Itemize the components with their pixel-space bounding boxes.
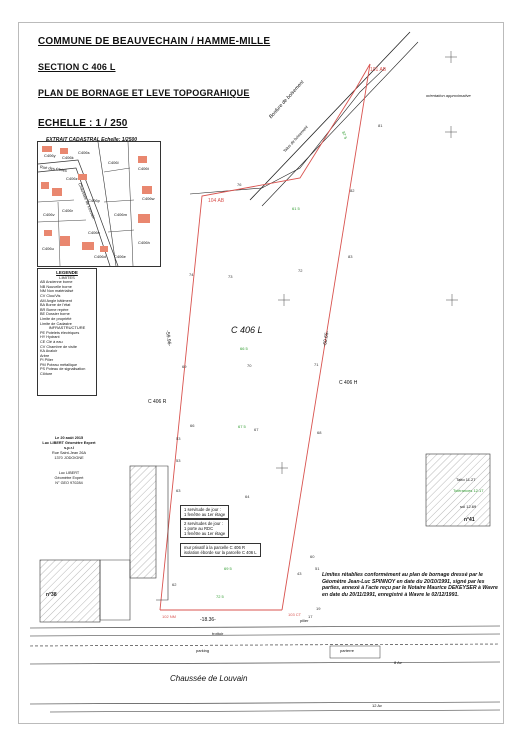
inset-parcel: C406m (114, 212, 127, 217)
stamp-city: 1370 JODOIGNE (54, 456, 84, 460)
inset-parcel: C406d (94, 254, 106, 259)
road-parterre: parterre (340, 648, 355, 653)
point-102: 102 NM (162, 614, 177, 619)
annotation-servitude-2: 2 servitudes de jour : 1 porte au RDC 1 … (180, 519, 230, 538)
inset-parcel: C406n (88, 230, 100, 235)
road-av-2: 12 Av (372, 703, 382, 708)
inset-parcel: C406h (138, 240, 150, 245)
inset-parcel: C406t (138, 166, 149, 171)
stamp-company: Luc LIBERT Géomètre Expert s.p.r.l (42, 441, 96, 450)
inset-parcel: C406y (44, 153, 56, 158)
legal-note: Limites rétablies conformément au plan d… (322, 572, 498, 598)
plan-title: PLAN DE BORNAGE ET LEVE TOPOGRAHIQUE (38, 88, 250, 98)
legend-item: Limite de Cadastre (40, 321, 72, 326)
parcel-r-label: C 406 R (148, 399, 167, 405)
road-name: Chaussée de Louvain (170, 674, 248, 683)
section-title: SECTION C 406 L (38, 62, 116, 72)
road-av-1: 8 Av (394, 660, 402, 665)
cadastral-extract: Rue des Claies Chaussée de Louvain C406y… (37, 141, 161, 267)
inset-parcel: C406v (43, 212, 55, 217)
legend-item: CV Chambre de visite (40, 344, 77, 349)
scale-title: ECHELLE : 1 / 250 (38, 118, 128, 129)
cadastral-map (38, 142, 160, 266)
stamp-role: Géomètre Expert (54, 476, 84, 480)
stamp-signed: Luc LIBERT (58, 471, 80, 475)
inset-parcel: C406s (78, 150, 90, 155)
stamp-reg: N° GEO 970284 (55, 481, 83, 485)
legend-item: BR Borne repère (40, 307, 69, 312)
point-104: 104 AB (208, 198, 225, 204)
legend-limits-heading: LIMITES (59, 274, 75, 280)
legend-item: Arbre (40, 353, 50, 358)
legend-item: PS Poteau de signalisation (40, 367, 86, 372)
legend-item: NM Non matérialisé (40, 289, 74, 294)
legend-item: NB Nouvelle borne (40, 284, 72, 289)
legend-item: BE Dossier borne (40, 312, 70, 317)
stamp-date: Le 20 août 2015 (54, 436, 84, 440)
surveyor-stamp: Le 20 août 2015 Luc LIBERT Géomètre Expe… (40, 436, 98, 486)
legend-item: PI Pilier (40, 358, 54, 363)
inset-title: EXTRAIT CADASTRAL Echelle: 1/2500 (46, 137, 138, 143)
street-length: -18.36- (200, 617, 216, 623)
inset-parcel: C406k (62, 155, 74, 160)
legend-item: PM Poteau métallique (40, 362, 78, 367)
annotation-servitude-1: 1 servitude de jour : 1 fenêtre au 1er é… (180, 505, 230, 519)
annotation-a6: sol 12.69 (460, 504, 477, 509)
legend-item: HY Hydrant (40, 335, 60, 340)
road-parking: parking (196, 648, 210, 653)
house-number-41: n°41 (464, 517, 475, 523)
inset-parcel: C406z (66, 176, 78, 181)
legend-item: CE Clé à eau (40, 339, 63, 344)
legend-item: CV Clou/Vis (40, 293, 61, 298)
inset-parcel: C406l (108, 160, 119, 165)
legend-item: BA Borne de l'état (40, 303, 71, 308)
inset-parcel: C406p (88, 198, 100, 203)
house-number-38: n°38 (46, 592, 57, 598)
drawing-sheet (18, 22, 504, 724)
annotation-a4: Tatto 11.27 (456, 477, 476, 482)
legend-item: AB Ancienne borne (40, 280, 73, 285)
point-103: 103 CT (288, 612, 302, 617)
inset-parcel: C406w (142, 196, 155, 201)
stamp-address: Rue Saint-Jean 26A (52, 451, 86, 455)
legend-infra-heading: INFRASTRUCTURE (48, 325, 86, 331)
legend-item: Clôture (40, 372, 53, 377)
legend-box: LEGENDE LIMITES AB Ancienne borne NB Nou… (37, 268, 97, 396)
commune-title: COMMUNE DE BEAUVECHAIN / HAMME-MILLE (38, 36, 271, 47)
legend-title: LEGENDE (56, 270, 78, 275)
legend-item: PE Potelets électriques (40, 330, 80, 335)
point-101: 101 AB (370, 67, 387, 73)
road-pilier: pilier (300, 618, 309, 623)
legend-item: AM Angle bâtiment (40, 298, 72, 303)
inset-parcel: C406r (62, 208, 73, 213)
road-trottoir: trottoir (212, 631, 224, 636)
legend-item: KA Avaloir (40, 349, 58, 354)
annotation-a5: Tolérances 12.17 (453, 488, 484, 493)
annotation-wall: mur privatif à la parcelle C 406 R isola… (180, 543, 261, 557)
legend-item: Limite de propriété (40, 316, 72, 321)
inset-parcel: C406e (114, 254, 126, 259)
parcel-main-label: C 406 L (231, 325, 263, 335)
inset-parcel: C406u (42, 246, 54, 251)
parcel-h-label: C 406 H (339, 380, 358, 386)
orientation-label: orientation approximative (426, 93, 471, 98)
